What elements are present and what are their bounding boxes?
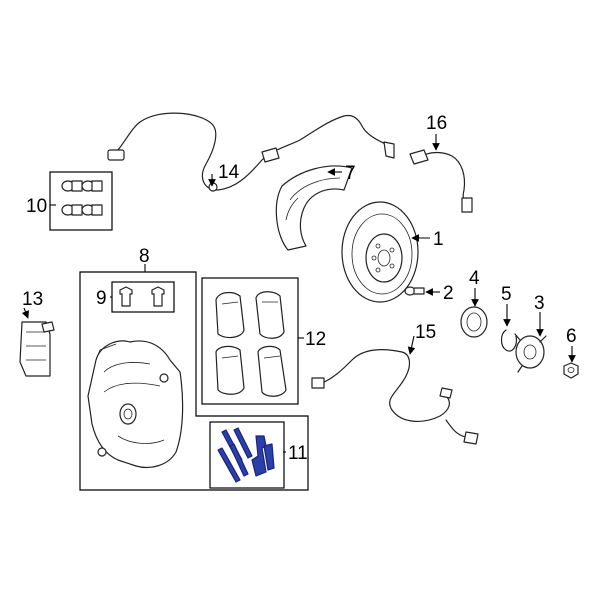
part-6-nut[interactable] (563, 362, 579, 379)
callout-13: 13 (22, 289, 43, 310)
callout-3: 3 (534, 293, 545, 314)
callout-11: 11 (288, 443, 308, 464)
part-7-splash-shield[interactable] (275, 165, 353, 251)
part-2-screw[interactable] (404, 286, 425, 296)
callout-12: 12 (305, 329, 326, 350)
callout-14: 14 (218, 162, 240, 183)
part-16-sensor-lead[interactable] (409, 149, 473, 213)
part-8-box (79, 271, 309, 491)
part-9-bleeder-screws[interactable] (119, 286, 165, 307)
part-12-brake-pads[interactable] (215, 291, 287, 397)
part-8-caliper[interactable] (87, 340, 184, 469)
leader-lines (21, 134, 576, 453)
callout-10: 10 (26, 196, 47, 217)
part-15-sensor-cable[interactable] (311, 349, 479, 445)
part-9-box (111, 281, 175, 313)
part-4-wheel-bearing[interactable] (460, 306, 488, 338)
callout-2: 2 (443, 283, 454, 304)
callout-15: 15 (415, 322, 436, 343)
part-12-box (201, 277, 299, 405)
part-11-box (209, 421, 285, 489)
callout-7: 7 (345, 163, 356, 184)
callout-9: 9 (96, 288, 107, 309)
callout-4: 4 (469, 268, 480, 289)
callout-8: 8 (139, 246, 150, 267)
callout-6: 6 (566, 326, 577, 347)
part-11-hardware-kit[interactable] (217, 427, 275, 483)
part-10-guide-pins[interactable] (61, 180, 103, 216)
callout-1: 1 (433, 229, 444, 250)
part-5-snap-ring[interactable] (500, 329, 517, 352)
part-1-brake-rotor[interactable] (341, 201, 419, 303)
part-10-box (49, 171, 113, 231)
callout-5: 5 (501, 284, 512, 305)
part-3-hub[interactable] (514, 333, 547, 373)
callout-labels: 1 2 3 4 5 6 7 8 9 10 11 12 13 14 15 16 (22, 113, 577, 464)
part-13-pad-clip[interactable] (19, 321, 55, 377)
callout-16: 16 (426, 113, 447, 134)
